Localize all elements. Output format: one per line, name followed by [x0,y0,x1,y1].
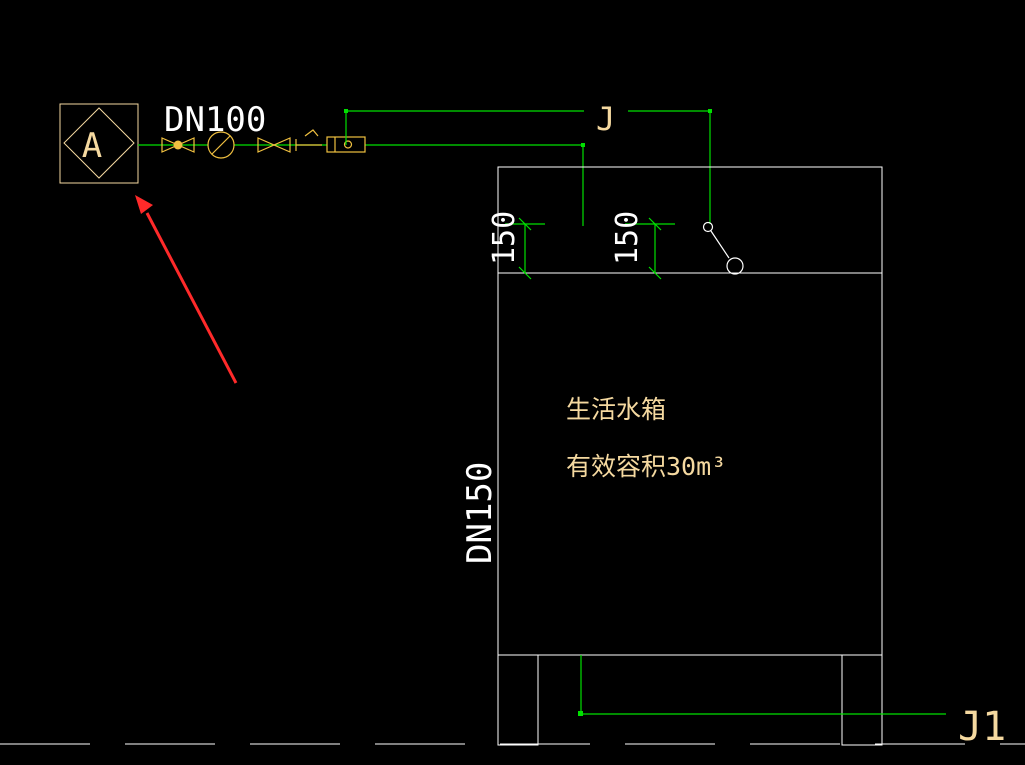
dimension-right-label: 150 [610,211,645,265]
line-tag-top: J [596,100,615,138]
pipe-size-inlet-label: DN100 [164,100,266,140]
tank-name-label: 生活水箱 [566,395,666,424]
equipment-label: A [82,126,102,166]
float-valve-icon [702,221,744,275]
line-tag-bottom: J1 [958,704,1006,750]
dimension-right [625,217,675,280]
pipe-size-riser-label: DN150 [460,462,500,564]
water-tank[interactable] [497,166,883,656]
tank-supports [497,654,883,746]
pressure-reducing-valve-icon [295,129,322,151]
outlet-pipe-line [578,655,946,716]
dimension-left [505,217,545,280]
equipment-a-icon[interactable]: A [59,103,139,184]
check-valve-icon [257,137,291,153]
pressure-gauge-icon [207,131,235,159]
tank-capacity-label: 有效容积30m³ [566,452,726,481]
red-pointer-arrow [135,195,238,384]
gate-valve-icon [161,137,195,153]
dimension-left-label: 150 [487,211,522,265]
